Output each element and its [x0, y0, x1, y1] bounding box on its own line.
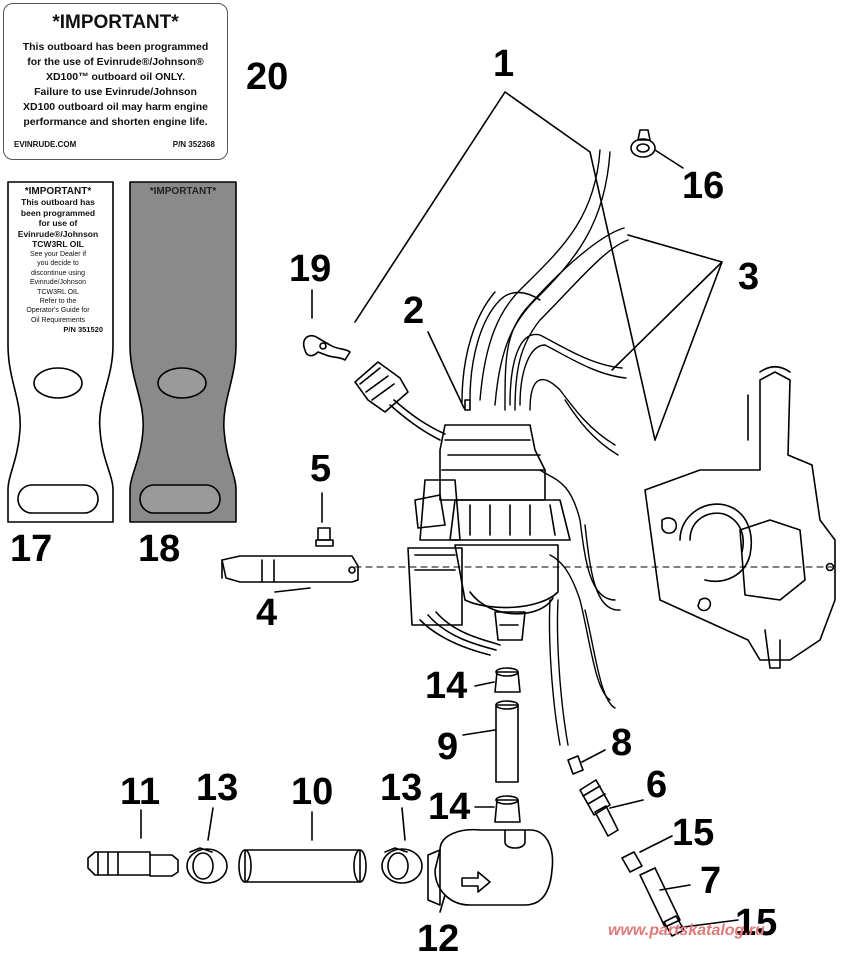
label-20-line: Failure to use Evinrude/Johnson [34, 86, 197, 98]
tag-17-line: been programmed [20, 207, 96, 218]
leader-4 [274, 587, 311, 593]
tag-17-line: Oil Requirements [30, 316, 86, 324]
label-20-line: performance and shorten engine life. [23, 116, 208, 128]
callout-18: 18 [138, 528, 181, 570]
connector-2 [354, 361, 471, 441]
leader-2 [427, 331, 465, 409]
tag-18-title: *IMPORTANT* [149, 186, 217, 197]
tag-17-text: *IMPORTANT* This outboard has been progr… [3, 186, 113, 334]
callout-7: 7 [700, 860, 722, 902]
clamp-13-right [381, 847, 423, 884]
tag-17-line: TCW3RL OIL [32, 239, 84, 250]
label-20-footer: EVINRUDE.COM P/N 352368 [14, 140, 215, 149]
leader-3 [611, 234, 723, 441]
hose-bundle [461, 149, 629, 746]
oil-pump-body [407, 424, 571, 656]
callout-4: 4 [256, 592, 278, 634]
fitting-14-lower [494, 795, 521, 823]
tag-17-line: Operator's Guide for [26, 307, 90, 315]
callout-19: 19 [289, 248, 332, 290]
leader-1 [354, 91, 656, 441]
screw-5 [315, 527, 334, 547]
leader-15b [675, 919, 739, 929]
cap-15-upper [621, 851, 643, 873]
tag-18-round-hole [157, 367, 207, 399]
bracket-4 [221, 555, 359, 583]
label-20-part-number: P/N 352368 [172, 140, 215, 149]
callout-15-upper: 15 [672, 812, 715, 854]
tag-17-round-hole [33, 367, 83, 399]
cap-15-lower [663, 915, 685, 937]
callout-12: 12 [417, 918, 460, 960]
fitting-11 [87, 851, 179, 877]
callout-17: 17 [10, 528, 53, 570]
tag-17-line: for use of [38, 218, 78, 229]
leader-15a [639, 835, 673, 853]
hose-7 [639, 867, 681, 928]
callout-1: 1 [493, 43, 515, 85]
hose-9 [495, 700, 519, 783]
tag-18-text: *IMPORTANT* [128, 186, 238, 197]
callout-13-right: 13 [380, 767, 423, 809]
callout-8: 8 [611, 722, 633, 764]
label-20-line: XD100 outboard oil may harm engine [23, 101, 208, 113]
callout-14-upper: 14 [425, 665, 468, 707]
leader-13b [401, 807, 406, 841]
callout-16: 16 [682, 165, 725, 207]
tag-17-line: TCW3RL OIL [37, 288, 79, 296]
callout-10: 10 [291, 771, 334, 813]
leader-6 [609, 799, 644, 809]
callout-13-left: 13 [196, 767, 239, 809]
leader-16 [654, 149, 684, 169]
clip-19 [302, 334, 351, 361]
fitting-6 [579, 779, 619, 837]
leader-12 [439, 894, 446, 913]
filter-12 [427, 828, 554, 906]
label-20-line: for the use of Evinrude®/Johnson® [27, 56, 204, 68]
plug-8 [567, 755, 584, 775]
tag-18-outline [129, 181, 237, 523]
fitting-14-upper [494, 667, 521, 693]
tag-17-line: Refer to the [39, 298, 77, 305]
tag-17-line: discontinue using [30, 269, 86, 277]
label-20-website: EVINRUDE.COM [14, 140, 77, 149]
leader-13a [207, 807, 214, 841]
callout-15-lower: 15 [735, 902, 778, 944]
mounting-bracket [644, 365, 836, 669]
tag-17-line: See your Dealer if [29, 250, 87, 258]
clamp-16 [630, 129, 656, 158]
hose-10 [238, 849, 367, 883]
tag-17-slot [17, 484, 99, 514]
callout-11: 11 [120, 771, 161, 813]
tag-17-line: This outboard has [21, 197, 95, 207]
label-20: *IMPORTANT* This outboard has been progr… [3, 3, 228, 160]
watermark: www.partskatalog.ru [608, 922, 765, 939]
tag-17-outline [7, 181, 114, 523]
tag-17-title: *IMPORTANT* [24, 186, 92, 197]
callout-2: 2 [403, 290, 425, 332]
callout-9: 9 [437, 726, 459, 768]
tag-18-slot [139, 484, 221, 514]
clamp-13-left [186, 847, 228, 884]
callout-6: 6 [646, 764, 668, 806]
tag-17-part-number: P/N 351520 [63, 325, 103, 335]
label-20-line: This outboard has been programmed [22, 41, 209, 53]
label-20-line: XD100™ outboard oil ONLY. [45, 71, 186, 83]
tag-17-line: Evinrude®/Johnson [17, 228, 99, 239]
callout-5: 5 [310, 448, 332, 490]
label-20-body: This outboard has been programmed for th… [4, 40, 227, 130]
label-20-title: *IMPORTANT* [52, 12, 179, 33]
callout-14-lower: 14 [428, 786, 471, 828]
tag-17-line: you decide to [37, 260, 79, 268]
callout-3: 3 [738, 256, 760, 298]
leader-14a [474, 681, 495, 687]
leader-8 [581, 749, 606, 763]
tag-17-line: Evinrude/Johnson [29, 279, 87, 287]
leader-9 [462, 729, 496, 736]
callout-20: 20 [246, 56, 289, 98]
